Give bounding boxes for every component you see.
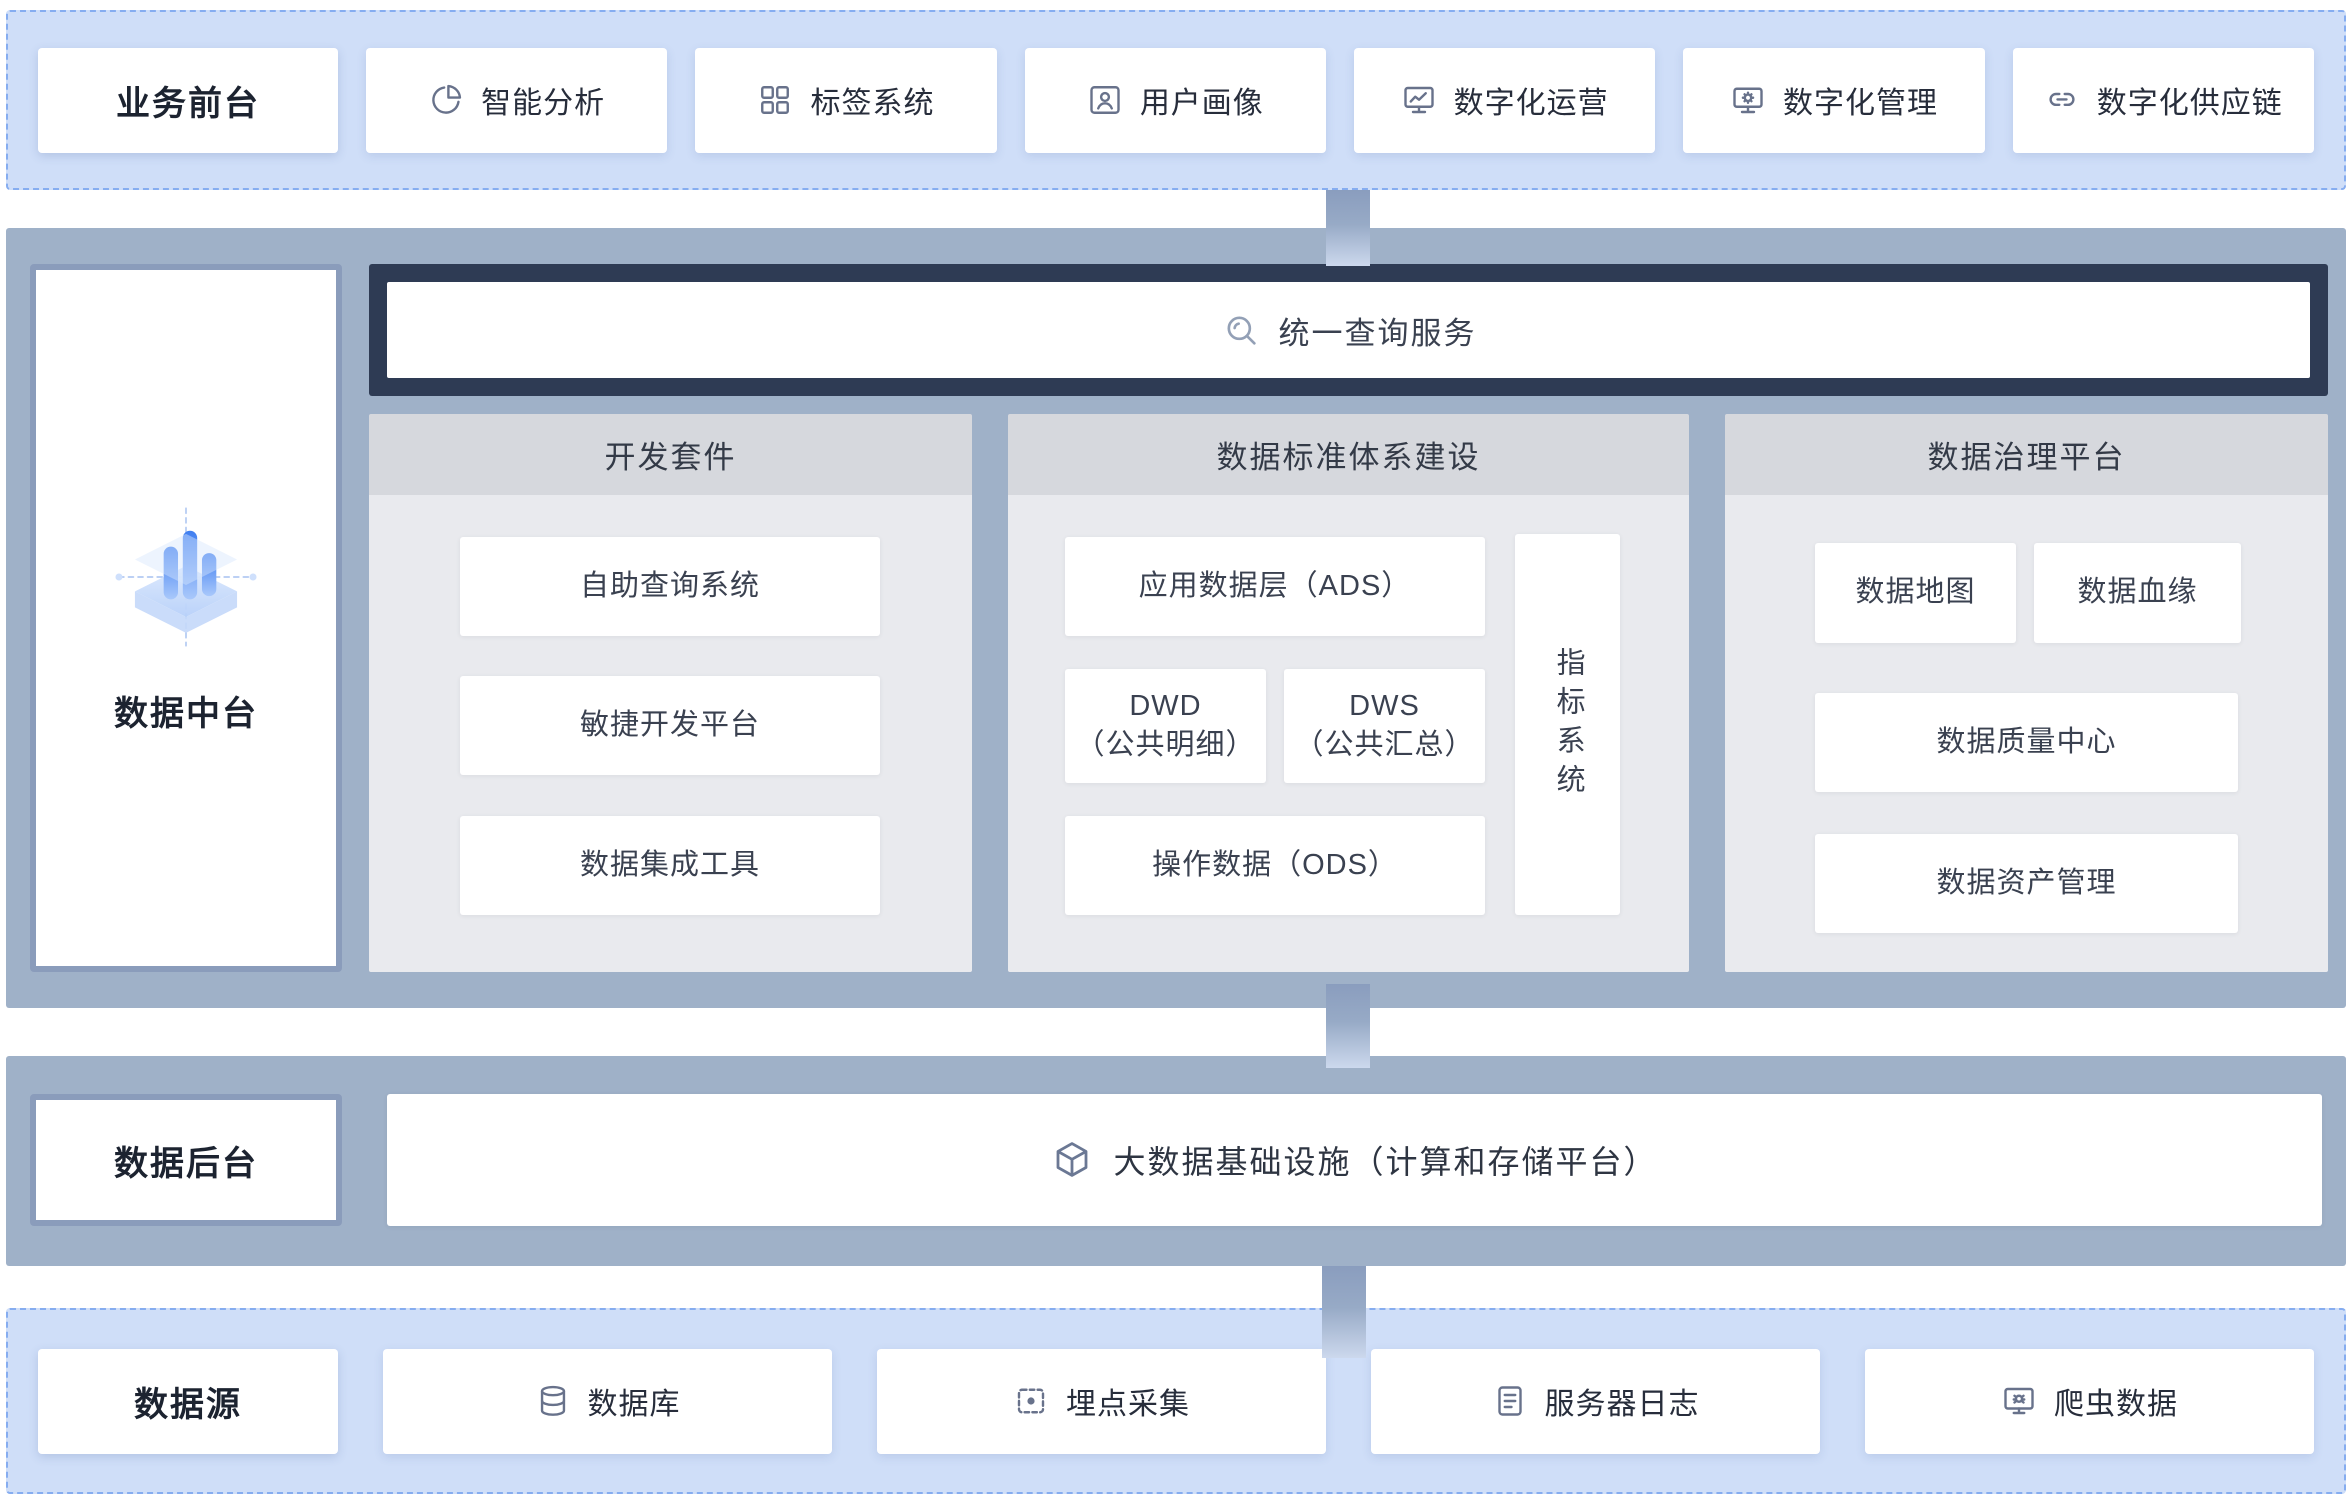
platform-columns: 开发套件 自助查询系统 敏捷开发平台 数据集成工具 数据标准体系建设 应用数据层… — [369, 414, 2328, 972]
data-platform-label-box: 数据中台 — [30, 264, 342, 972]
source-item-database: 数据库 — [383, 1348, 832, 1454]
business-frontend-label: 业务前台 — [116, 84, 260, 123]
monitor-chart-icon — [1403, 86, 1434, 114]
monitor-gear-icon — [1733, 87, 1763, 114]
node-dwd-line1: DWD — [1129, 689, 1202, 722]
crawler-icon — [2004, 1387, 2034, 1415]
frontend-item-digital-supply-chain: 数字化供应链 — [2012, 47, 2314, 153]
frontend-item-smart-analysis: 智能分析 — [366, 47, 668, 153]
node-self-service-query: 自助查询系统 — [460, 537, 880, 636]
data-cube-icon — [106, 502, 266, 652]
business-frontend-band: 业务前台 智能分析 标签系统 用户画像 数字化运营 — [6, 10, 2346, 190]
source-item-label: 爬虫数据 — [2054, 1388, 2178, 1421]
grid-icon — [761, 86, 790, 114]
source-item-event-tracking: 埋点采集 — [877, 1348, 1326, 1454]
dev-suite-header: 开发套件 — [369, 414, 972, 495]
connector-platform-backend — [1326, 984, 1370, 1068]
unified-query-container: 统一查询服务 — [369, 264, 2328, 396]
data-sources-label-box: 数据源 — [38, 1348, 338, 1454]
frontend-item-digital-operation: 数字化运营 — [1353, 47, 1656, 153]
chain-link-icon — [2049, 92, 2075, 106]
node-data-asset-management: 数据资产管理 — [1815, 834, 2238, 933]
frontend-item-label: 智能分析 — [481, 87, 606, 120]
node-agile-dev-platform: 敏捷开发平台 — [460, 676, 880, 775]
data-standard-column: 数据标准体系建设 应用数据层（ADS） DWD （公共明细） DWS （公共汇总… — [1008, 414, 1689, 972]
node-ods-layer: 操作数据（ODS） — [1065, 816, 1485, 915]
data-backend-label-box: 数据后台 — [30, 1094, 342, 1226]
data-sources-band: 数据源 数据库 埋点采集 服务器日志 爬虫数据 — [6, 1308, 2346, 1494]
pie-chart-icon — [432, 84, 462, 114]
data-platform-band: 数据中台 统一查询服务 开发套件 自助查询系统 敏捷开发平台 数据集成工具 数据… — [6, 228, 2346, 1008]
source-item-server-log: 服务器日志 — [1371, 1348, 1820, 1454]
data-backend-band: 数据后台 大数据基础设施（计算和存储平台） — [6, 1056, 2346, 1266]
node-dwd-line2: （公共明细） — [1075, 729, 1256, 761]
search-icon — [1226, 316, 1256, 345]
governance-column: 数据治理平台 数据地图 数据血缘 数据质量中心 数据资产管理 — [1725, 414, 2328, 972]
data-platform-label: 数据中台 — [114, 694, 258, 733]
frontend-item-label: 数字化运营 — [1453, 87, 1609, 120]
data-standard-header: 数据标准体系建设 — [1008, 414, 1689, 495]
dev-suite-body: 自助查询系统 敏捷开发平台 数据集成工具 — [369, 495, 972, 972]
connector-frontend-platform — [1326, 190, 1370, 266]
business-frontend-label-box: 业务前台 — [38, 47, 338, 153]
frontend-item-label: 数字化管理 — [1782, 87, 1938, 120]
governance-body: 数据地图 数据血缘 数据质量中心 数据资产管理 — [1725, 495, 2328, 972]
unified-query-bar: 统一查询服务 — [387, 282, 2310, 378]
big-data-infrastructure-bar: 大数据基础设施（计算和存储平台） — [387, 1094, 2322, 1226]
governance-header: 数据治理平台 — [1725, 414, 2328, 495]
node-data-quality-center: 数据质量中心 — [1815, 693, 2238, 792]
frontend-item-label: 用户画像 — [1139, 87, 1264, 120]
source-item-label: 埋点采集 — [1066, 1388, 1190, 1421]
cube-icon — [1057, 1142, 1088, 1177]
node-data-integration-tool: 数据集成工具 — [460, 816, 880, 915]
database-icon — [540, 1385, 565, 1416]
data-sources-label: 数据源 — [134, 1385, 242, 1424]
frontend-item-label: 数字化供应链 — [2096, 87, 2283, 120]
node-data-lineage: 数据血缘 — [2034, 543, 2241, 643]
frontend-item-tag-system: 标签系统 — [695, 47, 997, 153]
node-dwd-layer: DWD （公共明细） — [1065, 669, 1266, 783]
frontend-item-label: 标签系统 — [810, 87, 935, 120]
tracking-icon — [1017, 1388, 1045, 1414]
node-dws-line2: （公共汇总） — [1294, 729, 1475, 761]
source-item-label: 服务器日志 — [1544, 1388, 1700, 1421]
unified-query-label: 统一查询服务 — [1278, 315, 1477, 351]
node-indicator-system: 指标系统 — [1515, 534, 1620, 915]
node-dws-layer: DWS （公共汇总） — [1284, 669, 1485, 783]
log-file-icon — [1497, 1386, 1522, 1416]
frontend-item-user-profile: 用户画像 — [1024, 47, 1326, 153]
data-backend-label: 数据后台 — [114, 1144, 258, 1183]
big-data-infrastructure-label: 大数据基础设施（计算和存储平台） — [1113, 1144, 1658, 1180]
node-data-map: 数据地图 — [1815, 543, 2016, 643]
frontend-item-digital-management: 数字化管理 — [1683, 47, 1985, 153]
connector-backend-sources — [1322, 1266, 1366, 1358]
dev-suite-column: 开发套件 自助查询系统 敏捷开发平台 数据集成工具 — [369, 414, 972, 972]
source-item-crawler-data: 爬虫数据 — [1865, 1348, 2314, 1454]
data-standard-body: 应用数据层（ADS） DWD （公共明细） DWS （公共汇总） 操作数据（OD… — [1008, 495, 1689, 972]
node-ads-layer: 应用数据层（ADS） — [1065, 537, 1485, 636]
user-card-icon — [1090, 86, 1120, 114]
source-item-label: 数据库 — [587, 1388, 681, 1421]
node-dws-line1: DWS — [1349, 689, 1420, 722]
